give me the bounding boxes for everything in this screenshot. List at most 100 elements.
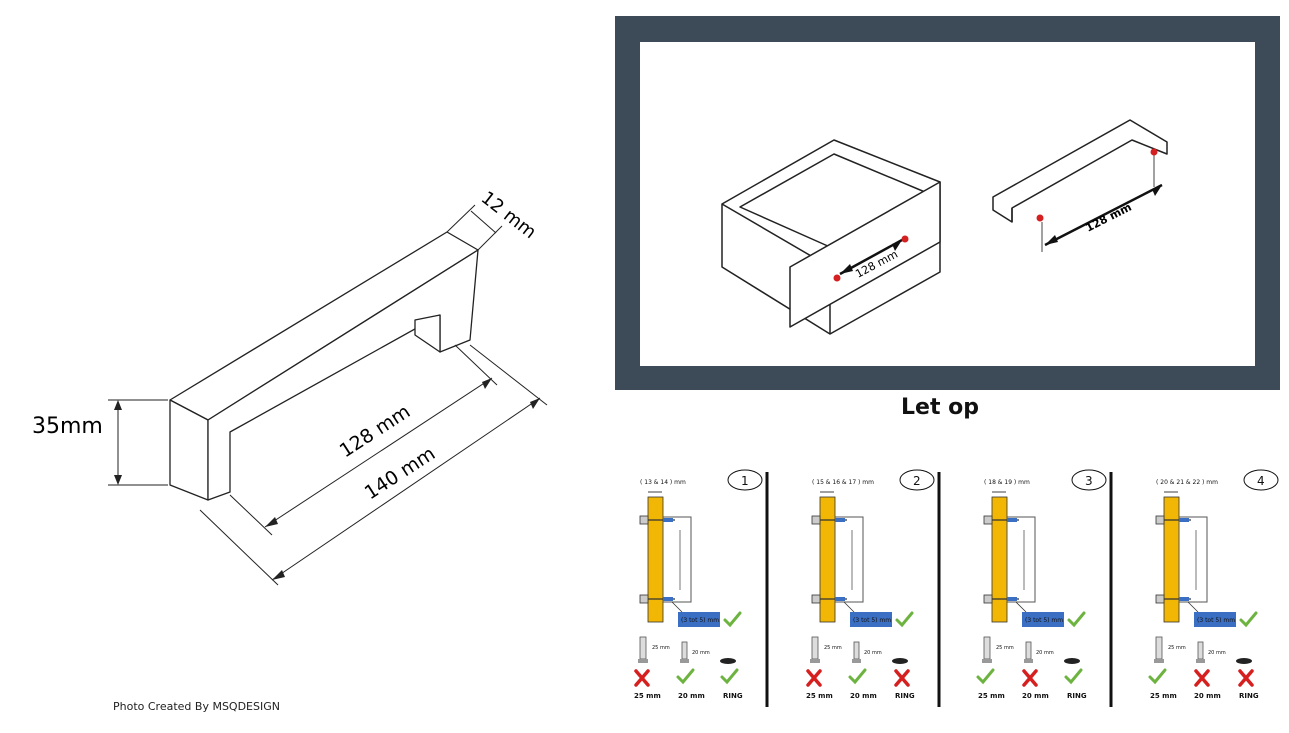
ring-icon (720, 658, 736, 664)
screw-head (983, 515, 993, 525)
option-label-3: RING (1067, 692, 1087, 700)
screw-head (639, 515, 649, 525)
spacer-short (681, 641, 688, 660)
check-icon (1067, 611, 1086, 628)
handle-outline (834, 516, 864, 603)
option-label-2: 20 mm (1022, 692, 1049, 700)
panel-number-circle (1071, 469, 1107, 491)
drawer-illustration-panel: 128 mm 128 mm (640, 42, 1255, 366)
bar-handle (992, 119, 1168, 223)
option-label-2: 20 mm (678, 692, 705, 700)
ring-icon (1236, 658, 1252, 664)
spacer-long (639, 636, 647, 660)
cross-icon (806, 669, 822, 687)
drawer-hole-left (833, 274, 841, 282)
handle-dimension-diagram: 12 mm 35mm 128 mm 140 mm (32, 187, 548, 586)
dim-hole-spacing-label: 128 mm (336, 401, 415, 463)
spacer-long (983, 636, 991, 660)
wood-plank (1163, 496, 1180, 623)
option-label-1: 25 mm (634, 692, 661, 700)
drawer-hole-right (901, 235, 909, 243)
screw-depth-label: (3 tot 5) mm (1025, 617, 1063, 624)
option-label-2: 20 mm (1194, 692, 1221, 700)
spacer-long-label: 25 mm (1168, 645, 1186, 651)
photo-credit: Photo Created By MSQDESIGN (113, 700, 280, 713)
spacer-short-label: 20 mm (692, 650, 710, 656)
wood-thickness-label: ( 15 & 16 & 17 ) mm (812, 479, 874, 486)
screw-depth-label: (3 tot 5) mm (681, 617, 719, 624)
wood-plank (991, 496, 1008, 623)
wood-thickness-label: ( 20 & 21 & 22 ) mm (1156, 479, 1218, 486)
spacer-short-label: 20 mm (864, 650, 882, 656)
panel-number-circle (899, 469, 935, 491)
mounting-panels: 1 ( 13 & 14 ) mm (3 tot 5) mm 25 mm 20 mm 25 … (634, 469, 1279, 707)
handle-right-leg (414, 314, 441, 353)
cross-icon (1194, 669, 1210, 687)
handle-hole-right (1150, 148, 1158, 156)
dim-height-label: 35mm (32, 414, 103, 439)
screw-depth-box (678, 612, 720, 627)
spacer-long-label: 25 mm (996, 645, 1014, 651)
option-label-3: RING (895, 692, 915, 700)
handle-dim-label: 128 mm (1083, 201, 1133, 235)
check-icon (1148, 668, 1167, 685)
check-icon (976, 668, 995, 685)
handle-outline (1178, 516, 1208, 603)
drawer-front (789, 181, 941, 328)
handle-hole-left (1036, 214, 1044, 222)
spacer-long (811, 636, 819, 660)
panel-number: 1 (741, 474, 749, 488)
cross-icon (1238, 669, 1254, 687)
spacer-short (853, 641, 860, 660)
drawer-illustration-frame: 128 mm 128 mm (615, 16, 1280, 390)
drawer-illustration: 128 mm 128 mm (721, 119, 1168, 335)
cross-icon (894, 669, 910, 687)
ring-icon (892, 658, 908, 664)
screw-head (811, 515, 821, 525)
spacer-short-label: 20 mm (1036, 650, 1054, 656)
spacer-short (1025, 641, 1032, 660)
spacer-short-label: 20 mm (1208, 650, 1226, 656)
check-icon (895, 611, 914, 628)
screw-head (811, 594, 821, 604)
panel-number: 3 (1085, 474, 1093, 488)
warning-title: Let op (901, 395, 979, 420)
wood-plank (647, 496, 664, 623)
screw-head (1155, 594, 1165, 604)
cross-icon (634, 669, 650, 687)
screw-depth-box (1194, 612, 1236, 627)
check-icon (848, 668, 867, 685)
screw-depth-box (1022, 612, 1064, 627)
wood-thickness-label: ( 18 & 19 ) mm (984, 479, 1030, 486)
screw-depth-box (850, 612, 892, 627)
option-label-1: 25 mm (806, 692, 833, 700)
screw-head (639, 594, 649, 604)
mounting-panel-3: 3 ( 18 & 19 ) mm (3 tot 5) mm 25 mm 20 mm 25 … (937, 469, 1107, 707)
check-icon (676, 668, 695, 685)
cross-icon (1022, 669, 1038, 687)
dim-thickness-label: 12 mm (477, 187, 540, 243)
panel-number: 2 (913, 474, 921, 488)
screw-depth-label: (3 tot 5) mm (1197, 617, 1235, 624)
option-label-3: RING (723, 692, 743, 700)
mounting-panel-1: 1 ( 13 & 14 ) mm (3 tot 5) mm 25 mm 20 mm 25 … (634, 469, 763, 700)
option-label-1: 25 mm (978, 692, 1005, 700)
wood-thickness-label: ( 13 & 14 ) mm (640, 479, 686, 486)
handle-outline (662, 516, 692, 603)
check-icon (1239, 611, 1258, 628)
option-label-3: RING (1239, 692, 1259, 700)
spacer-long-label: 25 mm (824, 645, 842, 651)
spacer-long-label: 25 mm (652, 645, 670, 651)
option-label-2: 20 mm (850, 692, 877, 700)
screw-head (1155, 515, 1165, 525)
check-icon (720, 668, 739, 685)
panel-number-circle (1243, 469, 1279, 491)
option-label-1: 25 mm (1150, 692, 1177, 700)
spacer-short (1197, 641, 1204, 660)
spacer-long (1155, 636, 1163, 660)
ring-icon (1064, 658, 1080, 664)
check-icon (723, 611, 742, 628)
screw-head (983, 594, 993, 604)
